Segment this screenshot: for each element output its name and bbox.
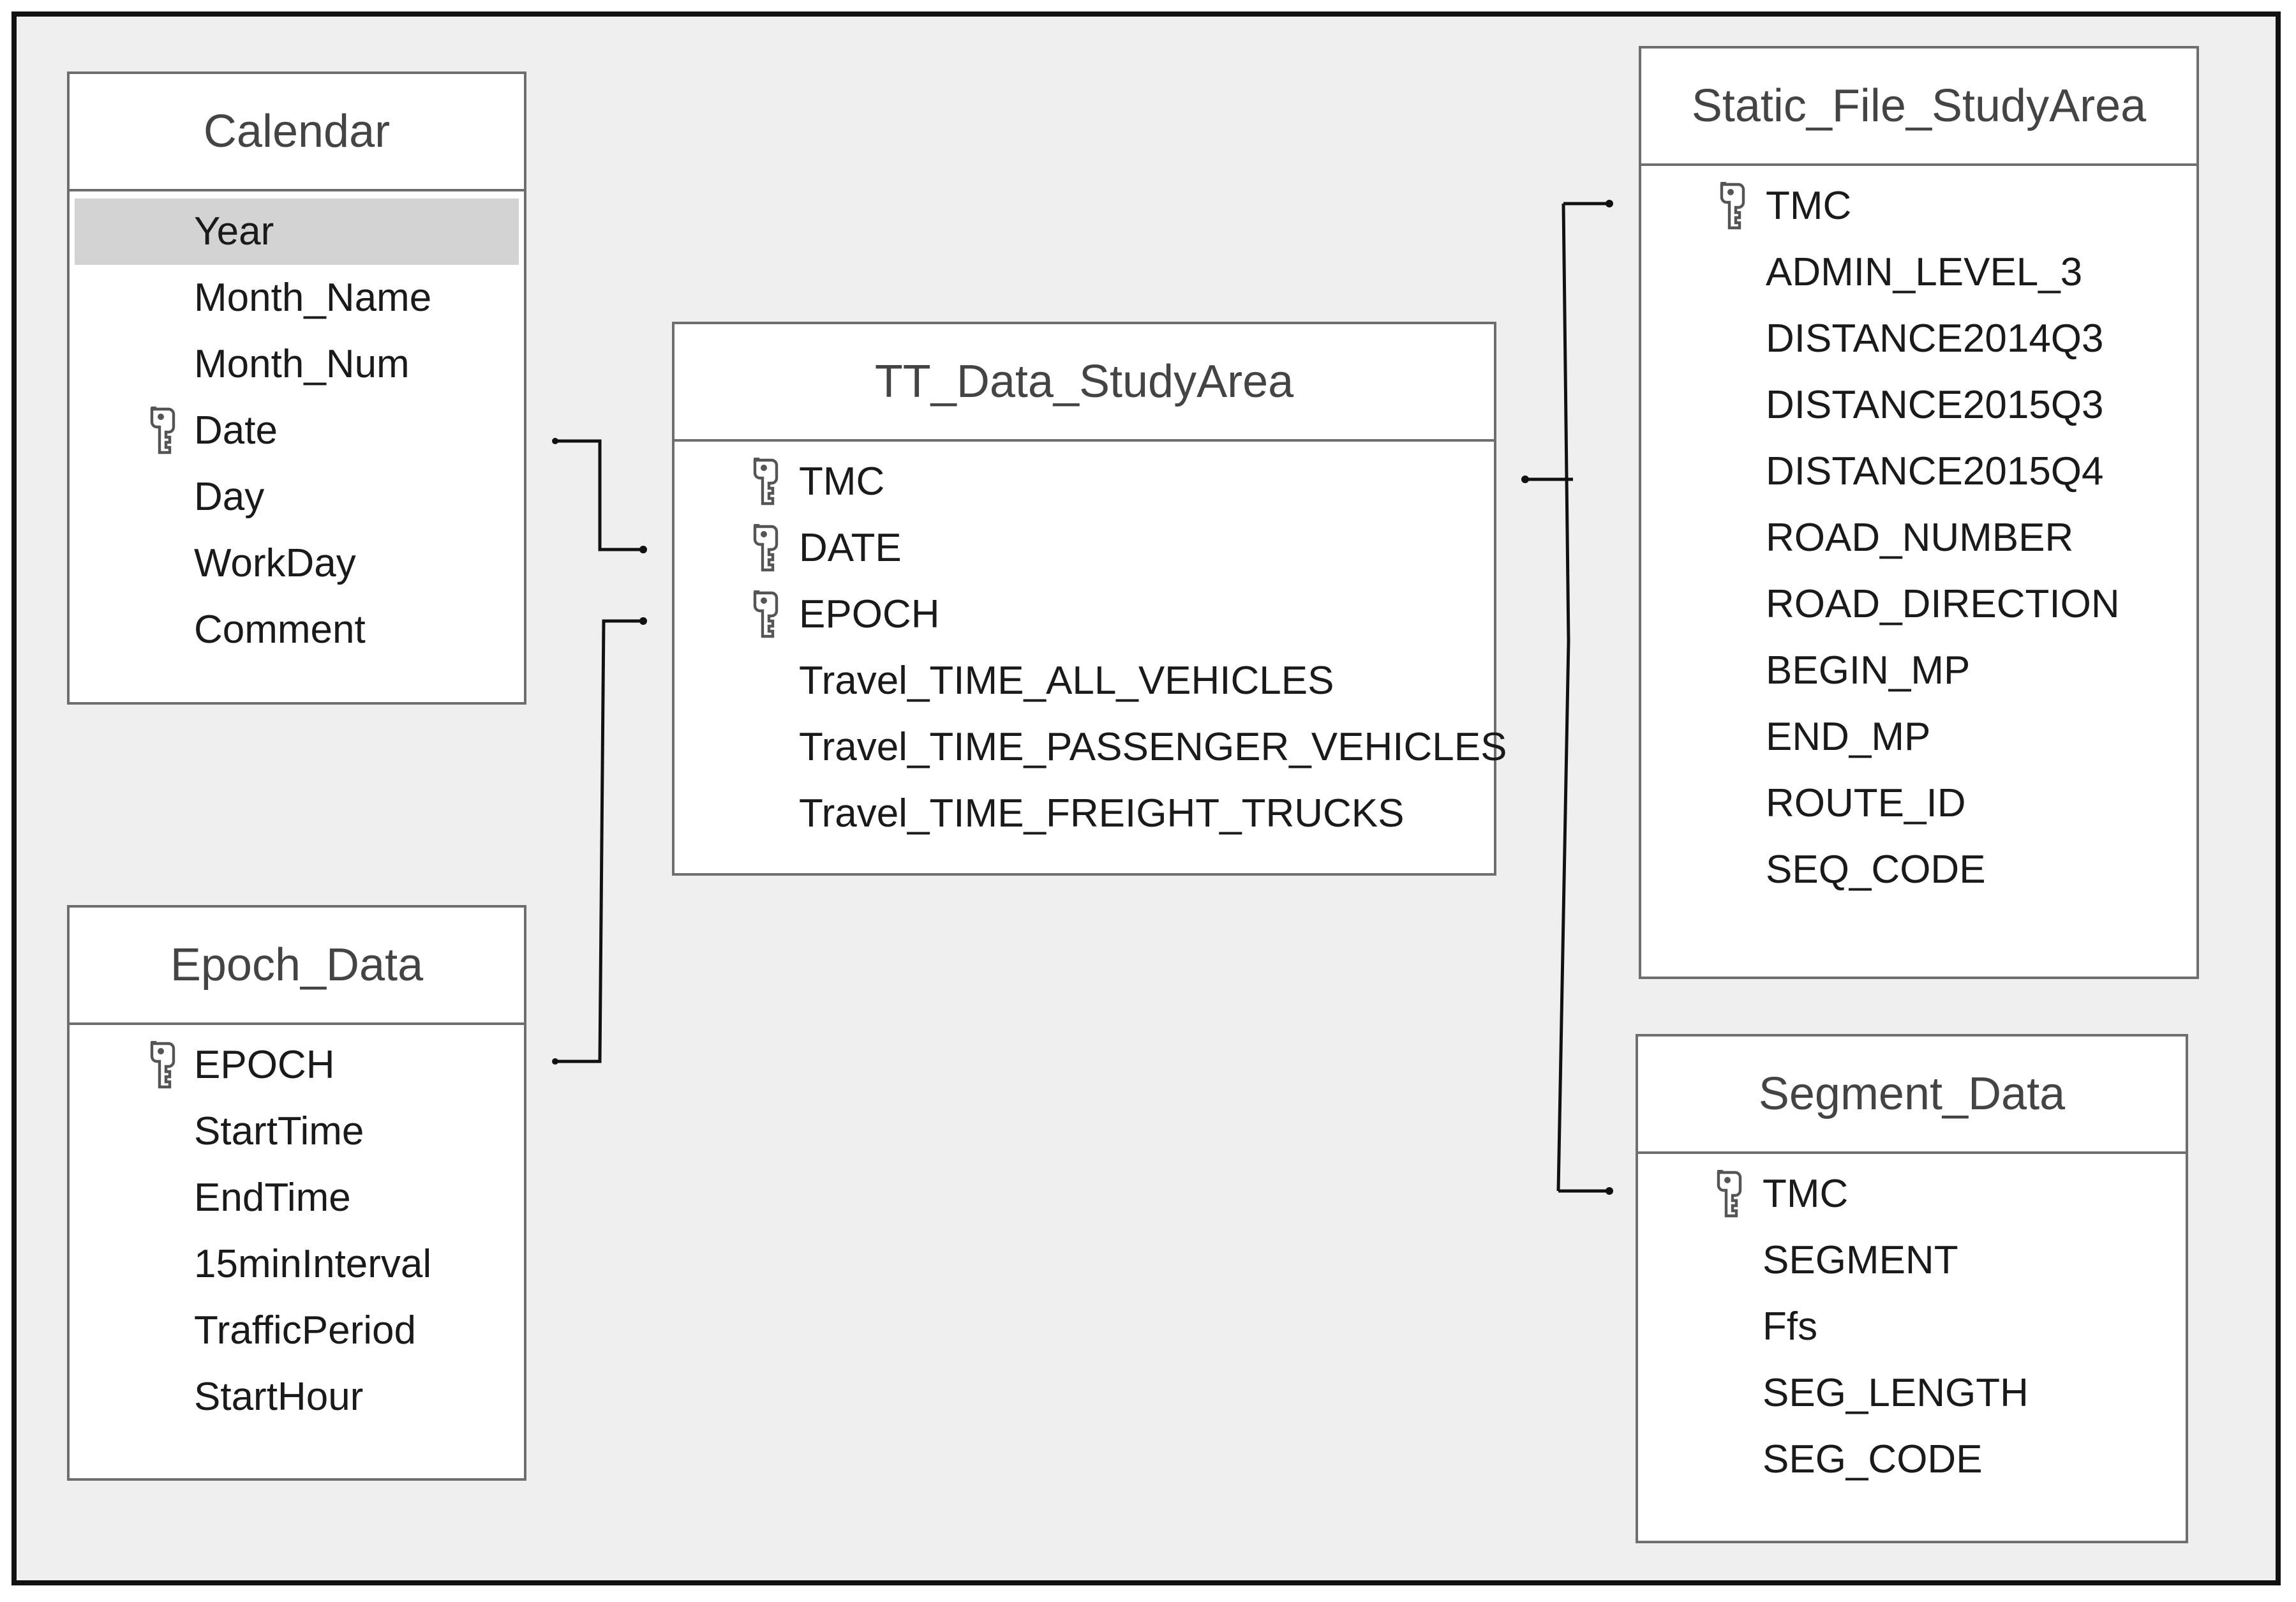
field-trafficperiod[interactable]: TrafficPeriod [75, 1298, 519, 1364]
field-name: 15minInterval [194, 1242, 432, 1286]
field-endtime[interactable]: EndTime [75, 1165, 519, 1231]
primary-key-icon [746, 586, 782, 639]
primary-key-icon [143, 402, 179, 455]
field-end-mp[interactable]: END_MP [1646, 704, 2191, 770]
field-epoch[interactable]: EPOCH [75, 1032, 519, 1098]
field-segment[interactable]: SEGMENT [1643, 1227, 2180, 1294]
field-name: EndTime [194, 1176, 351, 1220]
field-name: DISTANCE2015Q4 [1766, 449, 2104, 493]
table-title[interactable]: Static_File_StudyArea [1641, 49, 2196, 166]
field-starttime[interactable]: StartTime [75, 1098, 519, 1165]
field-travel-time-all-vehicles[interactable]: Travel_TIME_ALL_VEHICLES [680, 648, 1489, 714]
field-ffs[interactable]: Ffs [1643, 1294, 2180, 1360]
field-name: Travel_TIME_ALL_VEHICLES [799, 659, 1334, 703]
primary-key-icon [1710, 1165, 1745, 1218]
relationship-epoch-to-tt-epoch[interactable] [552, 617, 647, 1065]
field-name: END_MP [1766, 715, 1931, 759]
field-distance2015q4[interactable]: DISTANCE2015Q4 [1646, 438, 2191, 505]
field-distance2015q3[interactable]: DISTANCE2015Q3 [1646, 372, 2191, 438]
field-name: TMC [799, 460, 885, 504]
field-road-number[interactable]: ROAD_NUMBER [1646, 505, 2191, 571]
field-name: TMC [1766, 184, 1852, 228]
table-title[interactable]: TT_Data_StudyArea [675, 324, 1494, 442]
field-seg-length[interactable]: SEG_LENGTH [1643, 1360, 2180, 1426]
relationship-calendar-date-to-tt-date[interactable] [552, 438, 647, 553]
field-name: Travel_TIME_FREIGHT_TRUCKS [799, 791, 1405, 835]
field-name: Date [194, 408, 278, 453]
field-year[interactable]: Year [75, 198, 519, 265]
field-tmc[interactable]: TMC [680, 449, 1489, 515]
field-name: DISTANCE2015Q3 [1766, 383, 2104, 427]
field-seg-code[interactable]: SEG_CODE [1643, 1426, 2180, 1493]
field-day[interactable]: Day [75, 464, 519, 530]
field-starthour[interactable]: StartHour [75, 1364, 519, 1430]
relationship-tt-tmc-to-segment-tmc[interactable] [1558, 1187, 1613, 1195]
field-name: Month_Num [194, 342, 410, 386]
relationship-tt-tmc-to-static-tmc[interactable] [1521, 200, 1613, 1192]
field-name: Day [194, 475, 265, 519]
primary-key-icon [746, 453, 782, 506]
field-name: Month_Name [194, 276, 432, 320]
field-name: StartHour [194, 1375, 364, 1419]
primary-key-icon [143, 1037, 179, 1089]
field-comment[interactable]: Comment [75, 597, 519, 663]
field-name: Comment [194, 608, 366, 652]
field-name: StartTime [194, 1109, 364, 1153]
field-name: Ffs [1763, 1305, 1818, 1349]
field-name: BEGIN_MP [1766, 648, 1971, 692]
field-tmc[interactable]: TMC [1643, 1161, 2180, 1227]
field-name: TMC [1763, 1172, 1849, 1216]
field-workday[interactable]: WorkDay [75, 530, 519, 597]
field-name: SEG_CODE [1763, 1437, 1983, 1481]
field-epoch[interactable]: EPOCH [680, 581, 1489, 648]
field-name: EPOCH [194, 1043, 335, 1087]
field-name: WorkDay [194, 541, 356, 585]
field-admin-level-3[interactable]: ADMIN_LEVEL_3 [1646, 239, 2191, 306]
field-name: SEGMENT [1763, 1238, 1958, 1282]
field-road-direction[interactable]: ROAD_DIRECTION [1646, 571, 2191, 638]
field-tmc[interactable]: TMC [1646, 173, 2191, 239]
field-name: DATE [799, 526, 902, 570]
field-name: SEQ_CODE [1766, 848, 1986, 892]
table-title[interactable]: Calendar [70, 74, 524, 191]
table-title[interactable]: Epoch_Data [70, 908, 524, 1025]
field-travel-time-freight-trucks[interactable]: Travel_TIME_FREIGHT_TRUCKS [680, 781, 1489, 847]
field-route-id[interactable]: ROUTE_ID [1646, 770, 2191, 837]
field-name: ROAD_DIRECTION [1766, 582, 2120, 626]
field-name: Year [194, 209, 274, 253]
field-travel-time-passenger-vehicles[interactable]: Travel_TIME_PASSENGER_VEHICLES [680, 714, 1507, 781]
field-name: TrafficPeriod [194, 1308, 417, 1352]
field-name: Travel_TIME_PASSENGER_VEHICLES [799, 725, 1507, 769]
field-month-name[interactable]: Month_Name [75, 265, 519, 331]
field-name: ROAD_NUMBER [1766, 516, 2074, 560]
field-begin-mp[interactable]: BEGIN_MP [1646, 638, 2191, 704]
field-seq-code[interactable]: SEQ_CODE [1646, 837, 2191, 903]
field-month-num[interactable]: Month_Num [75, 331, 519, 398]
field-name: ADMIN_LEVEL_3 [1766, 250, 2083, 294]
table-tt-data-studyarea[interactable]: TT_Data_StudyArea TMC DATE EPOCH Travel_TIM… [672, 322, 1507, 876]
field-name: EPOCH [799, 592, 940, 636]
primary-key-icon [1713, 177, 1748, 230]
table-title[interactable]: Segment_Data [1638, 1037, 2186, 1154]
field-date[interactable]: DATE [680, 515, 1489, 581]
field-name: SEG_LENGTH [1763, 1371, 2029, 1415]
field-name: DISTANCE2014Q3 [1766, 317, 2104, 361]
primary-key-icon [746, 520, 782, 573]
field-15mininterval[interactable]: 15minInterval [75, 1231, 519, 1298]
field-distance2014q3[interactable]: DISTANCE2014Q3 [1646, 306, 2191, 372]
field-date[interactable]: Date [75, 398, 519, 464]
field-name: ROUTE_ID [1766, 781, 1966, 825]
